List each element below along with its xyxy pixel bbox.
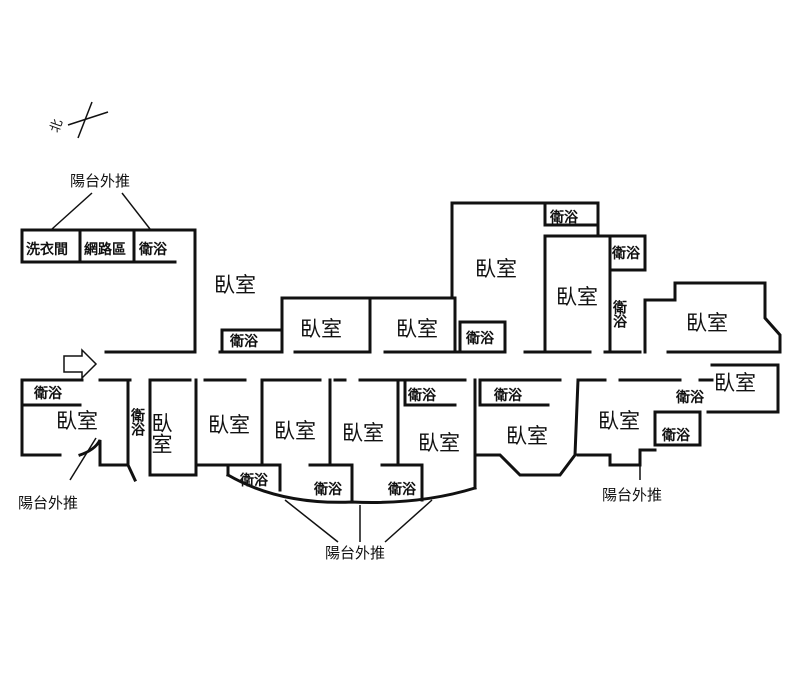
room-label-bedroom: 臥室 [214,273,256,297]
entrance-arrow-icon [63,348,98,380]
room-labels: 洗衣間 網路區 衛浴 臥室 衛浴 臥室 臥室 衛浴 臥室 衛浴 臥室 衛浴 衛浴… [26,209,756,498]
room-label-bathroom: 衛浴 [138,241,168,258]
compass-label: 北 [48,117,67,134]
room-label-bedroom: 臥室 [300,317,342,341]
room-label-bedroom: 臥室 [475,257,517,281]
north-arrow-icon: 北 [48,101,109,139]
room-label-bathroom: 衛浴 [465,330,495,347]
room-label-bedroom: 臥室 [714,371,756,395]
room-label-bedroom: 臥室 [418,431,460,455]
room-label-bedroom: 臥室 [208,413,250,437]
room-label-bathroom-vertical: 衛浴 [129,407,146,437]
balcony-note-bottom-right: 陽台外推 [602,486,662,504]
room-label-bathroom: 衛浴 [407,387,437,404]
room-label-bedroom: 臥室 [598,409,640,433]
room-label-bathroom: 衛浴 [493,387,523,404]
balcony-notes: 陽台外推 陽台外推 陽台外推 [18,437,662,562]
room-label-bedroom: 臥室 [342,421,384,445]
room-label-bedroom: 臥室 [274,419,316,443]
balcony-note-top-left: 陽台外推 [70,172,130,190]
room-label-bathroom: 衛浴 [239,472,269,489]
room-label-laundry: 洗衣間 [26,241,68,258]
room-label-bathroom: 衛浴 [313,481,343,498]
walls [20,201,782,504]
room-label-bathroom: 衛浴 [33,385,63,402]
room-label-network: 網路區 [84,241,126,258]
room-label-bathroom: 衛浴 [675,389,705,406]
balcony-note-bottom-center: 陽台外推 [325,544,385,562]
room-label-bathroom: 衛浴 [387,481,417,498]
room-label-bedroom: 臥室 [556,285,598,309]
room-label-bathroom: 衛浴 [229,333,259,350]
balcony-note-bottom-left: 陽台外推 [18,494,78,512]
room-label-bathroom-vertical: 衛浴 [611,299,628,329]
room-label-bathroom: 衛浴 [661,427,691,444]
room-label-bathroom: 衛浴 [611,245,641,262]
room-label-bedroom: 臥室 [396,317,438,341]
room-label-bedroom: 臥室 [506,424,548,448]
room-label-bedroom-vertical: 臥室 [149,412,173,454]
pointer-line [121,192,151,230]
room-label-bedroom: 臥室 [686,311,728,335]
pointer-line [51,192,93,230]
room-label-bedroom: 臥室 [56,409,98,433]
room-label-bathroom: 衛浴 [549,209,579,226]
